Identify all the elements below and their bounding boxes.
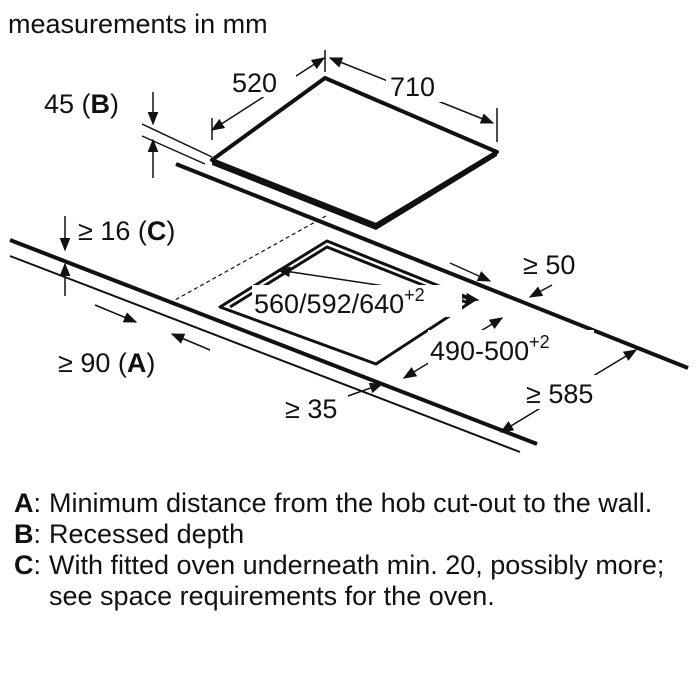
front-distance-dimension [347, 382, 384, 397]
cutout-length-label: 560/592/640+2 [254, 285, 425, 319]
hob-length-label: 710 [390, 72, 435, 102]
wall-distance-label: ≥ 90 (A) [58, 348, 155, 378]
recess-depth-dimension [141, 92, 213, 178]
legend-text: Recessed depth [49, 519, 245, 549]
rear-distance-label: ≥ 50 [523, 250, 575, 280]
recess-depth-label: 45 (B) [44, 89, 119, 119]
legend-key: A [14, 488, 34, 518]
installation-diagram: measurements in mm 520 710 45 (B) [8, 9, 689, 453]
legend-text: With fitted oven underneath min. 20, pos… [49, 550, 665, 611]
hob-to-cutout-guide [174, 215, 327, 301]
legend: A: Minimum distance from the hob cut-out… [14, 488, 694, 612]
worktop-front-edge [9, 238, 538, 453]
worktop-depth-label: ≥ 585 [526, 379, 593, 409]
legend-item-a: A: Minimum distance from the hob cut-out… [14, 488, 694, 519]
hob-width-label: 520 [232, 68, 277, 98]
diagram-title: measurements in mm [8, 9, 268, 39]
worktop-thickness-label: ≥ 16 (C) [78, 216, 175, 246]
legend-item-b: B: Recessed depth [14, 519, 694, 550]
legend-key: C [14, 550, 34, 580]
legend-key: B [14, 519, 34, 549]
wall-distance-dimension [94, 304, 211, 351]
worktop-back-edge [175, 162, 689, 370]
legend-item-c: C: With fitted oven underneath min. 20, … [14, 550, 694, 612]
front-distance-label: ≥ 35 [285, 394, 337, 424]
legend-text: Minimum distance from the hob cut-out to… [49, 488, 653, 518]
rear-distance-dimension [449, 262, 553, 298]
